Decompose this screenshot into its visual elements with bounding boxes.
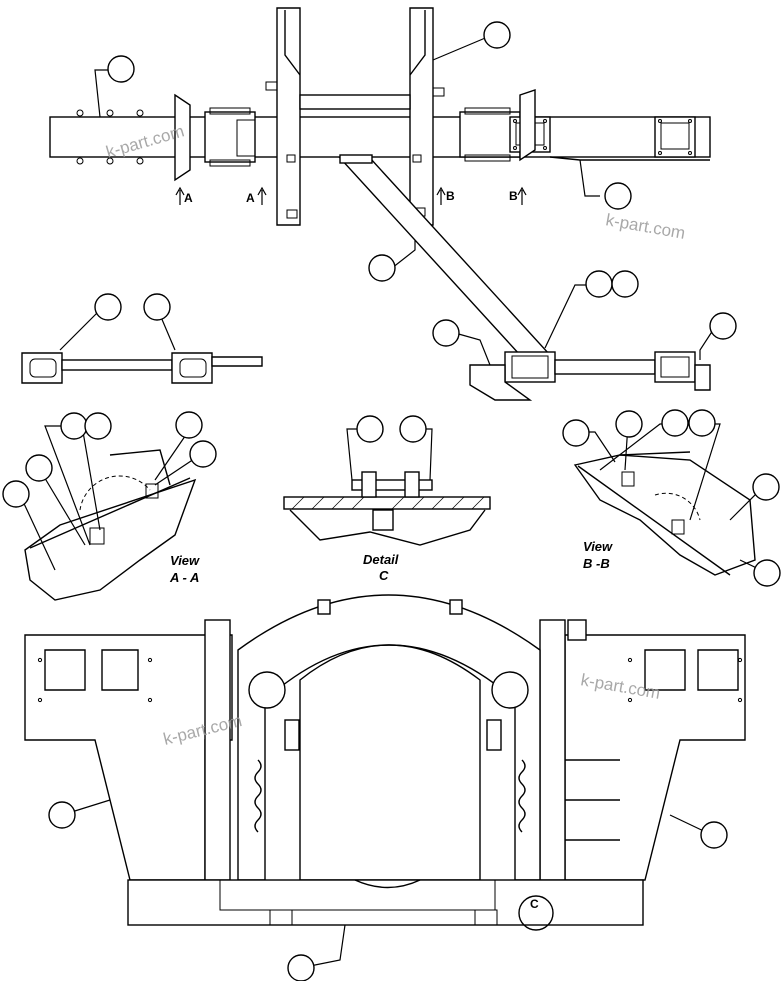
callout-circle <box>661 409 689 437</box>
front-frame-assembly <box>24 594 746 926</box>
callout-circle <box>175 411 203 439</box>
callout-circle <box>753 559 781 587</box>
callout-circle <box>356 415 384 443</box>
callout-circle <box>752 473 780 501</box>
detail-c-marker: C <box>518 895 554 931</box>
view-b-b-subtitle: B -B <box>583 556 610 571</box>
callout-circles <box>2 21 781 981</box>
callout-circle <box>25 454 53 482</box>
crossmember-part <box>21 352 263 384</box>
view-a-a-drawing <box>24 449 197 601</box>
callout-circle <box>700 821 728 849</box>
top-frame-assembly: A A B B <box>49 7 711 356</box>
section-marker-a-right: A <box>246 191 255 205</box>
callout-circle <box>60 412 88 440</box>
callout-circle <box>94 293 122 321</box>
callout-circle <box>368 254 396 282</box>
section-marker-a-left: A <box>184 191 193 205</box>
view-b-b-drawing <box>573 451 756 576</box>
detail-c-subtitle: C <box>379 568 389 583</box>
callout-circle <box>611 270 639 298</box>
detail-c-title: Detail <box>363 552 399 567</box>
callout-circle <box>189 440 217 468</box>
callout-circle <box>615 410 643 438</box>
strut-mount-assembly <box>469 351 711 401</box>
callout-circle <box>585 270 613 298</box>
callout-circle <box>688 409 716 437</box>
callout-circle <box>287 954 315 981</box>
callout-circle <box>48 801 76 829</box>
callout-circle <box>143 293 171 321</box>
view-b-b-title: View <box>583 539 613 554</box>
callout-circle <box>399 415 427 443</box>
view-a-a-title: View <box>170 553 200 568</box>
callout-circle <box>84 412 112 440</box>
section-marker-b-left: B <box>446 189 455 203</box>
svg-text:C: C <box>530 897 539 911</box>
callout-circle <box>709 312 737 340</box>
callout-circle <box>107 55 135 83</box>
view-a-a-subtitle: A - A <box>169 570 199 585</box>
callout-circle <box>562 419 590 447</box>
callout-circle <box>432 319 460 347</box>
callout-circle <box>2 480 30 508</box>
callout-circle <box>483 21 511 49</box>
detail-c-drawing <box>283 471 491 546</box>
section-marker-b-right: B <box>509 189 518 203</box>
callout-circle <box>604 182 632 210</box>
watermark: k-part.com <box>604 210 686 243</box>
